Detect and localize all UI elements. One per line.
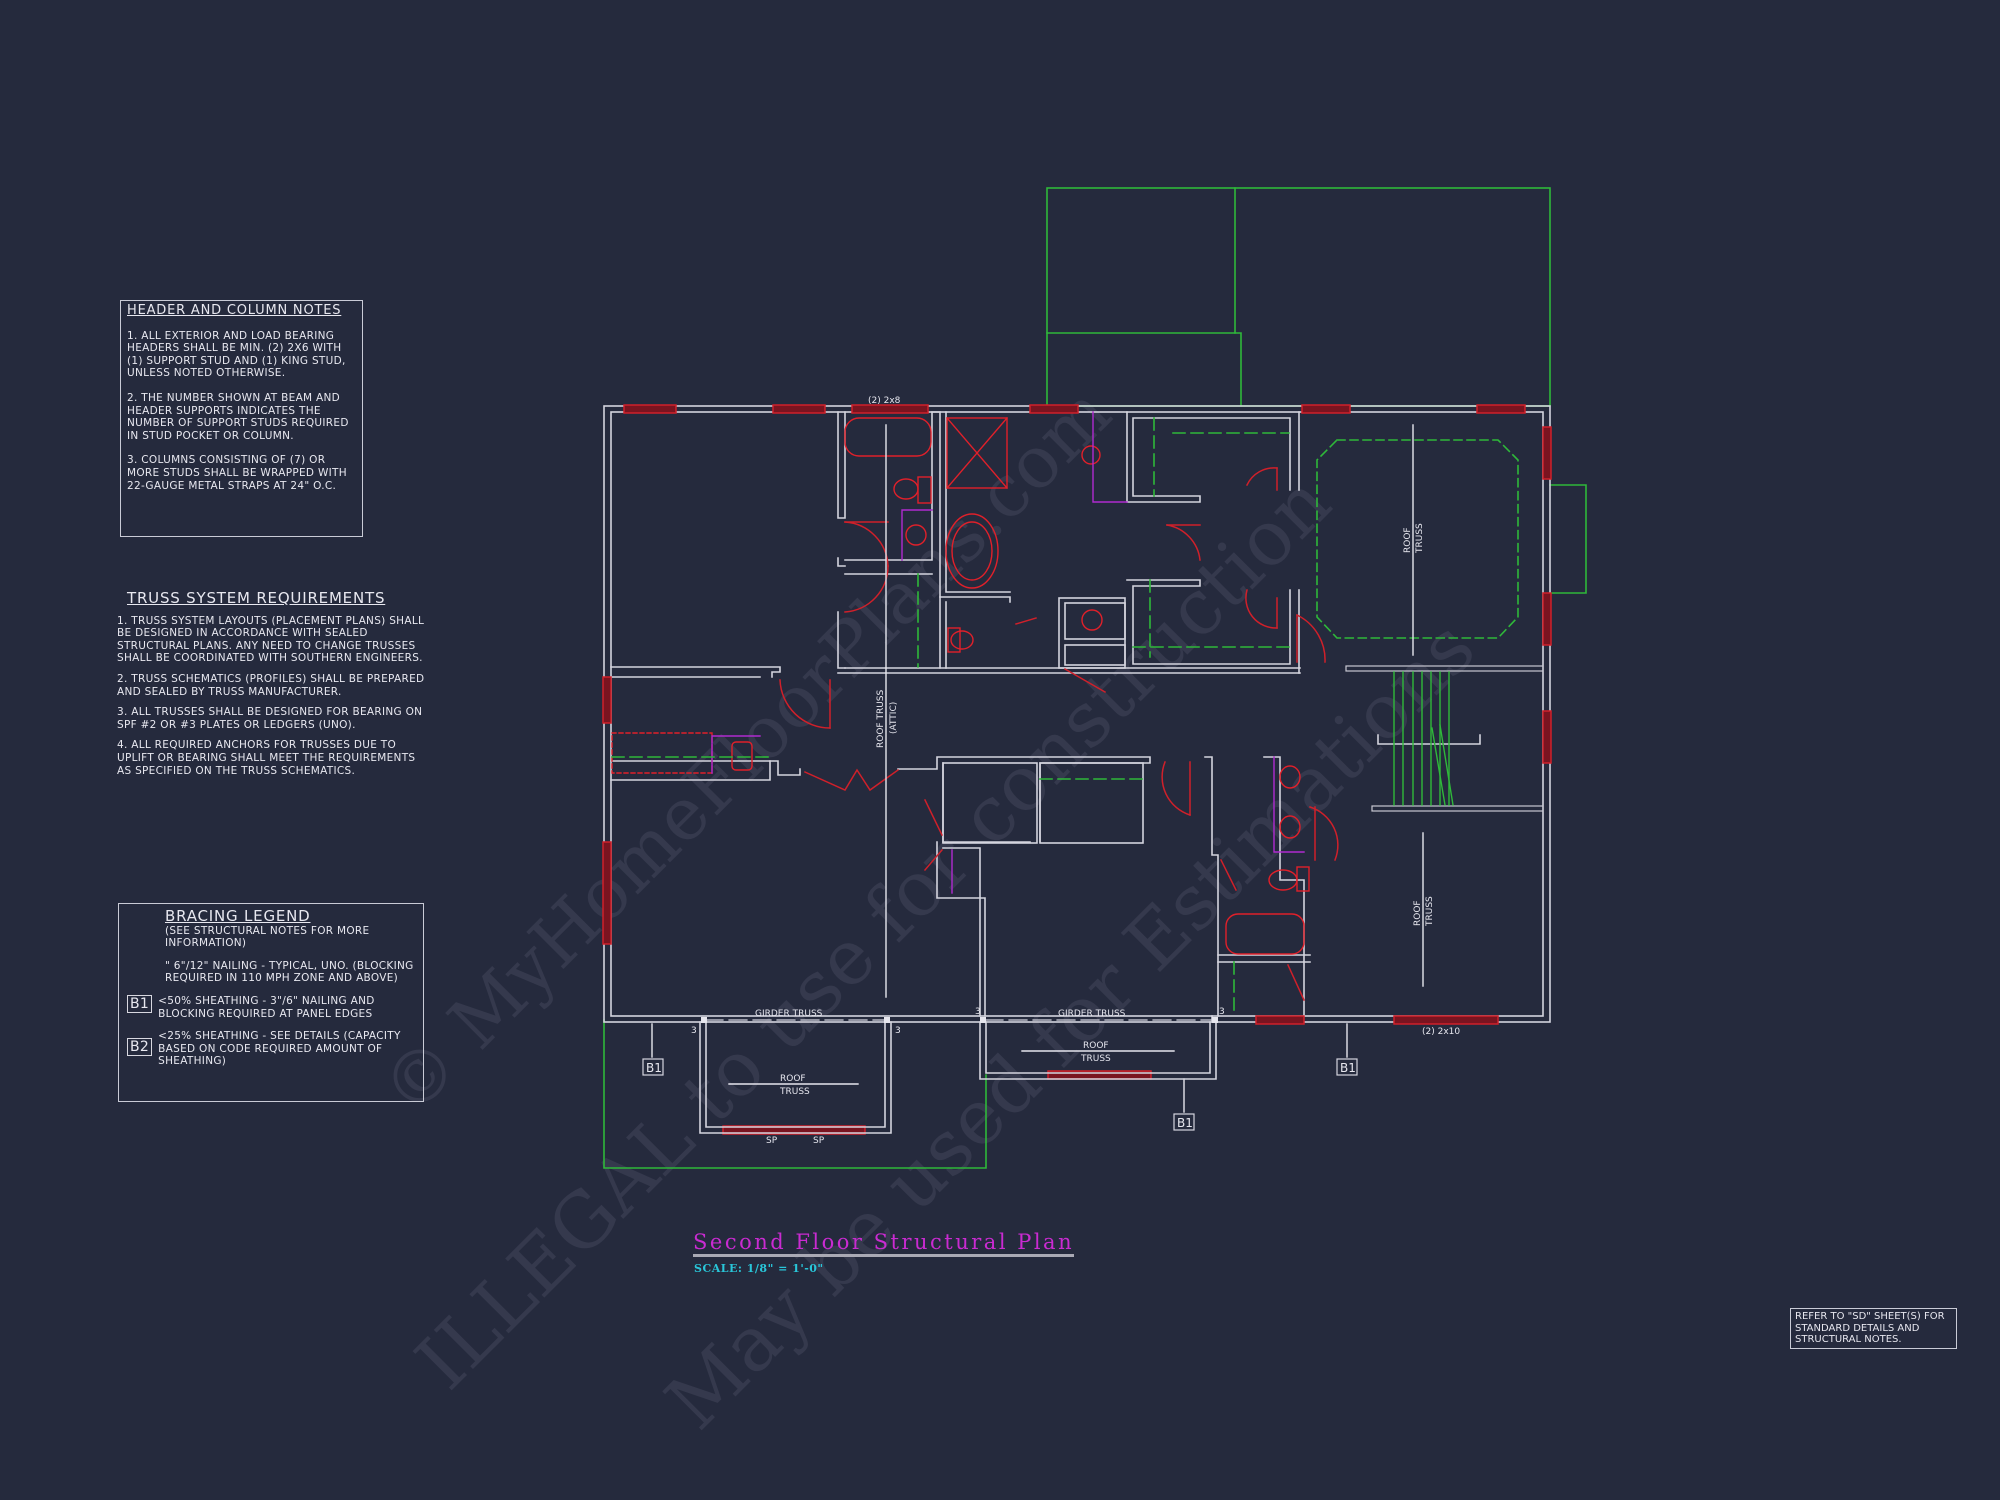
stud-count: 3 [895, 1026, 901, 1036]
bracing-tag-b2: B2 [127, 1038, 153, 1057]
note-item: 1. ALL EXTERIOR AND LOAD BEARING HEADERS… [127, 329, 346, 380]
header-column-notes-box: HEADER AND COLUMN NOTES 1. ALL EXTERIOR … [120, 300, 363, 537]
reference-note: REFER TO "SD" SHEET(S) FOR STANDARD DETA… [1790, 1308, 1957, 1349]
truss-requirements: TRUSS SYSTEM REQUIREMENTS 1. TRUSS SYSTE… [117, 589, 427, 785]
header-column-notes-title: HEADER AND COLUMN NOTES [127, 303, 342, 318]
sp-label: SP [766, 1136, 778, 1146]
doors [779, 467, 1339, 1001]
truss-arrows [651, 424, 1424, 1113]
windows [602, 404, 1552, 1135]
roof-label: ROOF [1083, 1041, 1109, 1051]
bracing-text-b1: <50% SHEATHING - 3"/6" NAILING AND BLOCK… [158, 994, 375, 1020]
bracing-entry-b2: B2 <25% SHEATHING - SEE DETAILS (CAPACIT… [127, 1030, 415, 1068]
stair-treads [1393, 671, 1454, 806]
bracing-text-b2: <25% SHEATHING - SEE DETAILS (CAPACITY B… [158, 1030, 401, 1068]
bump-outs [699, 1021, 1217, 1134]
header-label-top: (2) 2x8 [868, 396, 901, 406]
exterior-walls [603, 405, 1551, 1023]
truss-item: 3. ALL TRUSSES SHALL BE DESIGNED FOR BEA… [117, 706, 423, 731]
cabinets [711, 411, 1305, 894]
plan-scale: SCALE: 1/8" = 1'-0" [694, 1262, 824, 1275]
stud-count: 3 [691, 1026, 697, 1036]
interior-walls [610, 411, 1481, 1023]
bracing-tag-b1: B1 [646, 1061, 662, 1075]
girder-truss-label: GIRDER TRUSS [755, 1009, 823, 1019]
stud-count: 3 [1219, 1007, 1225, 1017]
roof-label: ROOF [1403, 527, 1413, 553]
sp-label: SP [813, 1136, 825, 1146]
truss-item: 4. ALL REQUIRED ANCHORS FOR TRUSSES DUE … [117, 739, 416, 777]
roof-truss-attic-label: ROOF TRUSS [876, 689, 886, 748]
attic-label: (ATTIC) [889, 702, 899, 734]
note-item: 3. COLUMNS CONSISTING OF (7) OR MORE STU… [127, 454, 347, 492]
roof-label: ROOF [780, 1074, 806, 1084]
plan-title: Second Floor Structural Plan [693, 1230, 1075, 1257]
stair-hatch [1345, 665, 1544, 812]
truss-label: TRUSS [1415, 523, 1425, 554]
bracing-tag-b1: B1 [127, 994, 153, 1013]
truss-label: TRUSS [1425, 896, 1435, 927]
stud-count: 3 [975, 1007, 981, 1017]
roof-label: ROOF [1413, 900, 1423, 926]
bracing-tag-b1: B1 [1177, 1116, 1193, 1130]
truss-label: TRUSS [1080, 1054, 1111, 1064]
note-item: 2. THE NUMBER SHOWN AT BEAM AND HEADER S… [127, 391, 349, 442]
plumbing-fixtures [611, 417, 1310, 955]
bracing-legend-typical: " 6"/12" NAILING - TYPICAL, UNO. (BLOCKI… [165, 959, 414, 985]
bracing-legend-subtitle: (SEE STRUCTURAL NOTES FOR MORE INFORMATI… [165, 924, 370, 950]
truss-requirements-title: TRUSS SYSTEM REQUIREMENTS [127, 589, 386, 607]
girder-truss-label: GIRDER TRUSS [1058, 1009, 1126, 1019]
stud-posts [701, 1017, 1218, 1023]
bracing-legend-box: BRACING LEGEND (SEE STRUCTURAL NOTES FOR… [118, 903, 424, 1102]
closet-shelves [611, 417, 1519, 1017]
truss-item: 1. TRUSS SYSTEM LAYOUTS (PLACEMENT PLANS… [117, 614, 425, 665]
bracing-legend-title: BRACING LEGEND [165, 907, 311, 925]
truss-item: 2. TRUSS SCHEMATICS (PROFILES) SHALL BE … [117, 672, 425, 698]
header-label-bottom: (2) 2x10 [1422, 1027, 1460, 1037]
bracing-tag-b1: B1 [1340, 1061, 1356, 1075]
truss-label: TRUSS [779, 1087, 810, 1097]
bracing-entry-b1: B1 <50% SHEATHING - 3"/6" NAILING AND BL… [127, 994, 415, 1020]
